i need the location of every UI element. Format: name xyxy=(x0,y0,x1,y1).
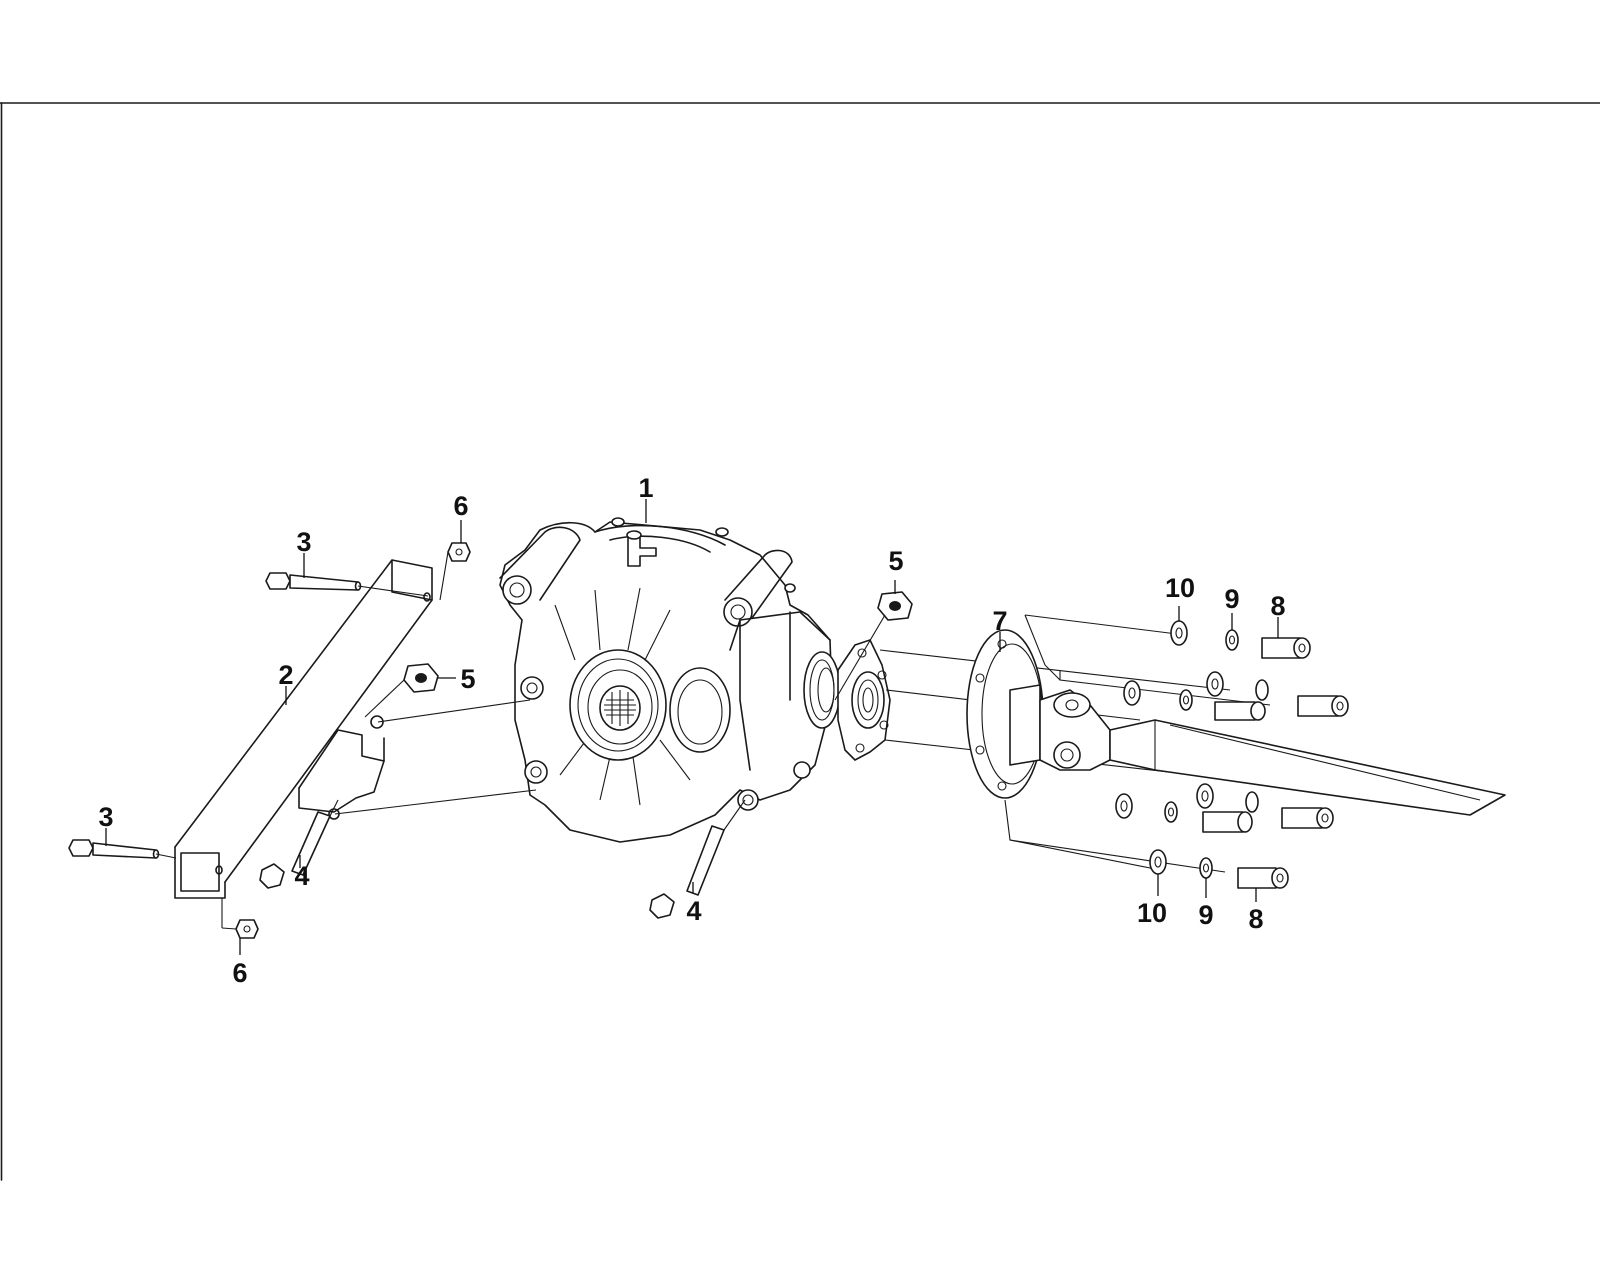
flange-bolt-set-upper xyxy=(1123,671,1349,721)
spline-hatch xyxy=(604,690,636,726)
callout-3-lower: 3 xyxy=(98,802,113,832)
flange-nut-upper xyxy=(439,542,471,601)
callout-8-lower: 8 xyxy=(1248,904,1263,934)
long-bolt-lower xyxy=(68,839,177,859)
mounting-reference-lines xyxy=(334,699,537,815)
flange-bolt-set-bottom xyxy=(1149,849,1289,889)
callout-10-lower: 10 xyxy=(1137,898,1167,928)
callout-4-right: 4 xyxy=(686,896,701,926)
differential-housing xyxy=(499,517,841,843)
callout-1: 1 xyxy=(638,473,653,503)
callout-6-upper: 6 xyxy=(453,491,468,521)
drive-shaft-assembly xyxy=(879,629,1506,816)
callout-8-upper: 8 xyxy=(1270,591,1285,621)
input-flange xyxy=(837,639,891,761)
flange-bolt-set-top xyxy=(1170,620,1311,659)
callouts: 1 2 3 3 4 4 5 5 6 6 7 8 8 xyxy=(98,473,1285,988)
callout-10-upper: 10 xyxy=(1165,573,1195,603)
callout-5-right: 5 xyxy=(888,546,903,576)
flange-bolt-set-lower xyxy=(1115,783,1334,833)
callout-7: 7 xyxy=(992,606,1007,636)
callout-9-lower: 9 xyxy=(1198,900,1213,930)
flange-nut-lower xyxy=(221,898,259,939)
callout-4-left: 4 xyxy=(294,861,309,891)
long-bolt-upper xyxy=(265,572,429,597)
callout-2: 2 xyxy=(278,660,293,690)
nut-right xyxy=(834,591,913,701)
explode-lines xyxy=(1004,614,1271,873)
callout-6-lower: 6 xyxy=(232,958,247,988)
mounting-bolt-left xyxy=(259,799,339,889)
callout-3-upper: 3 xyxy=(296,527,311,557)
mounting-bolt-right xyxy=(649,799,746,919)
callout-9-upper: 9 xyxy=(1224,584,1239,614)
drawing-frame xyxy=(0,102,1600,1181)
nut-left xyxy=(364,663,439,718)
callout-5-left: 5 xyxy=(460,664,475,694)
